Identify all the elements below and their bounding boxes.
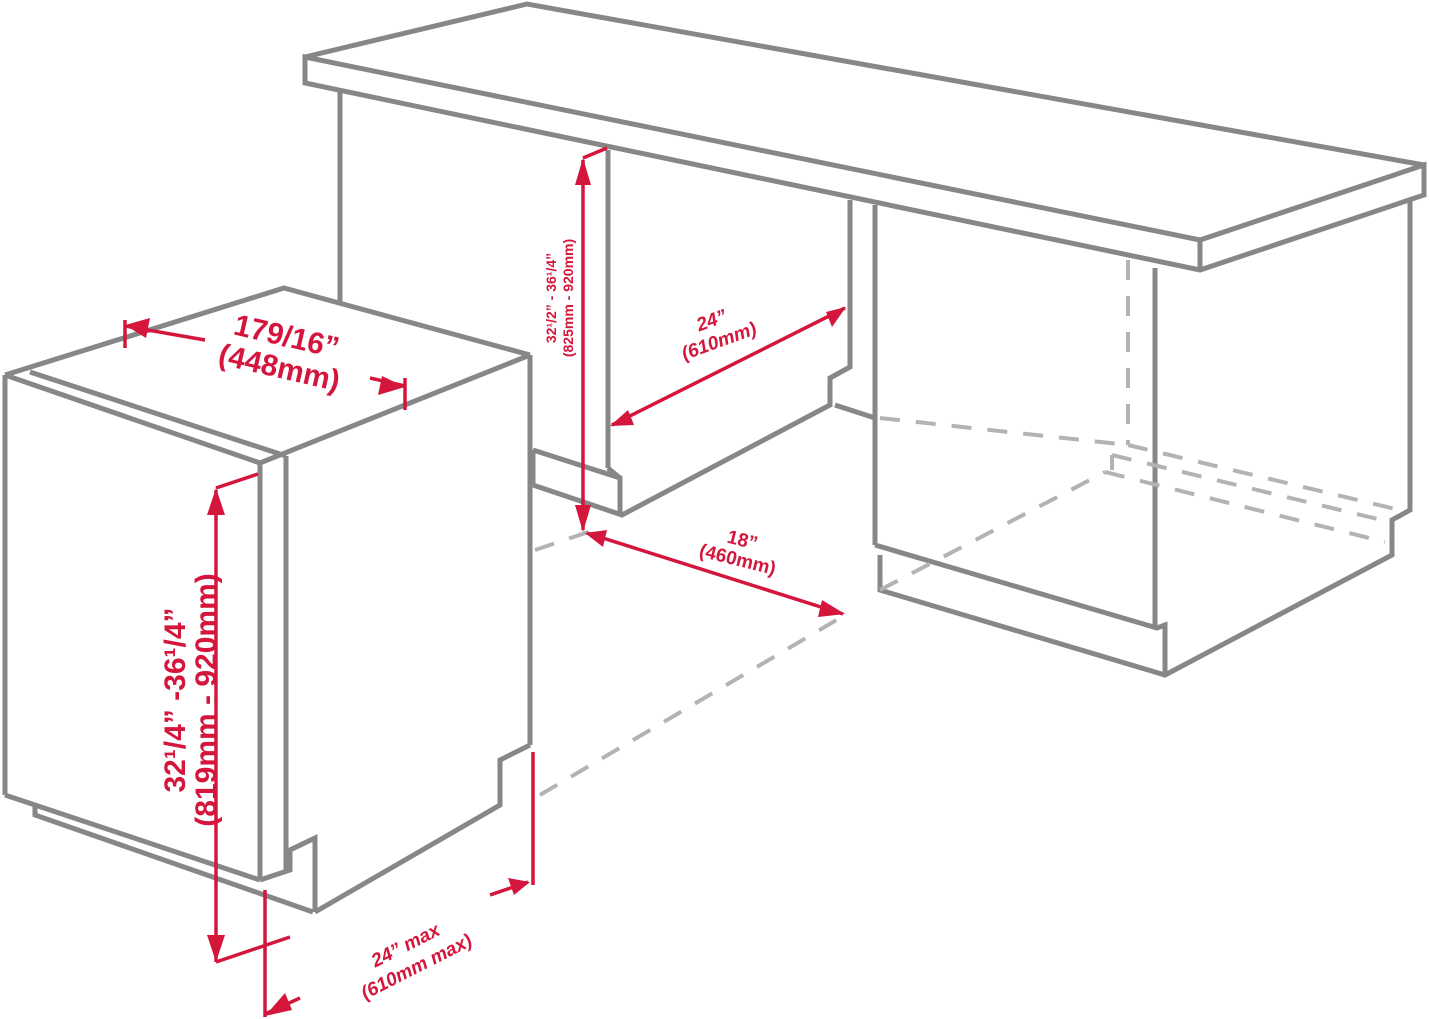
dimension-cutout-height: [575, 146, 608, 532]
dimension-appliance-depth: [263, 752, 535, 1017]
appliance-height-label-imperial: 32¹/4” -36¹/4”: [159, 607, 192, 792]
countertop: [302, 1, 1427, 273]
cutout-height-label-metric: (825mm - 920mm): [560, 239, 576, 357]
appliance-height-label-metric: (819mm - 920mm): [190, 573, 223, 826]
dimension-appliance-height: [207, 472, 291, 964]
dimension-appliance-width: [123, 318, 407, 410]
left-cabinet: [337, 90, 853, 518]
dimension-cutout-depth: [610, 306, 846, 427]
right-cabinet: [834, 200, 1413, 678]
dimension-cutout-width: [585, 530, 845, 617]
cutout-height-label-imperial: 32¹/2” - 36¹/4”: [543, 253, 559, 343]
dishwasher-unit: [2, 285, 533, 915]
hidden-lines: [534, 260, 1409, 797]
